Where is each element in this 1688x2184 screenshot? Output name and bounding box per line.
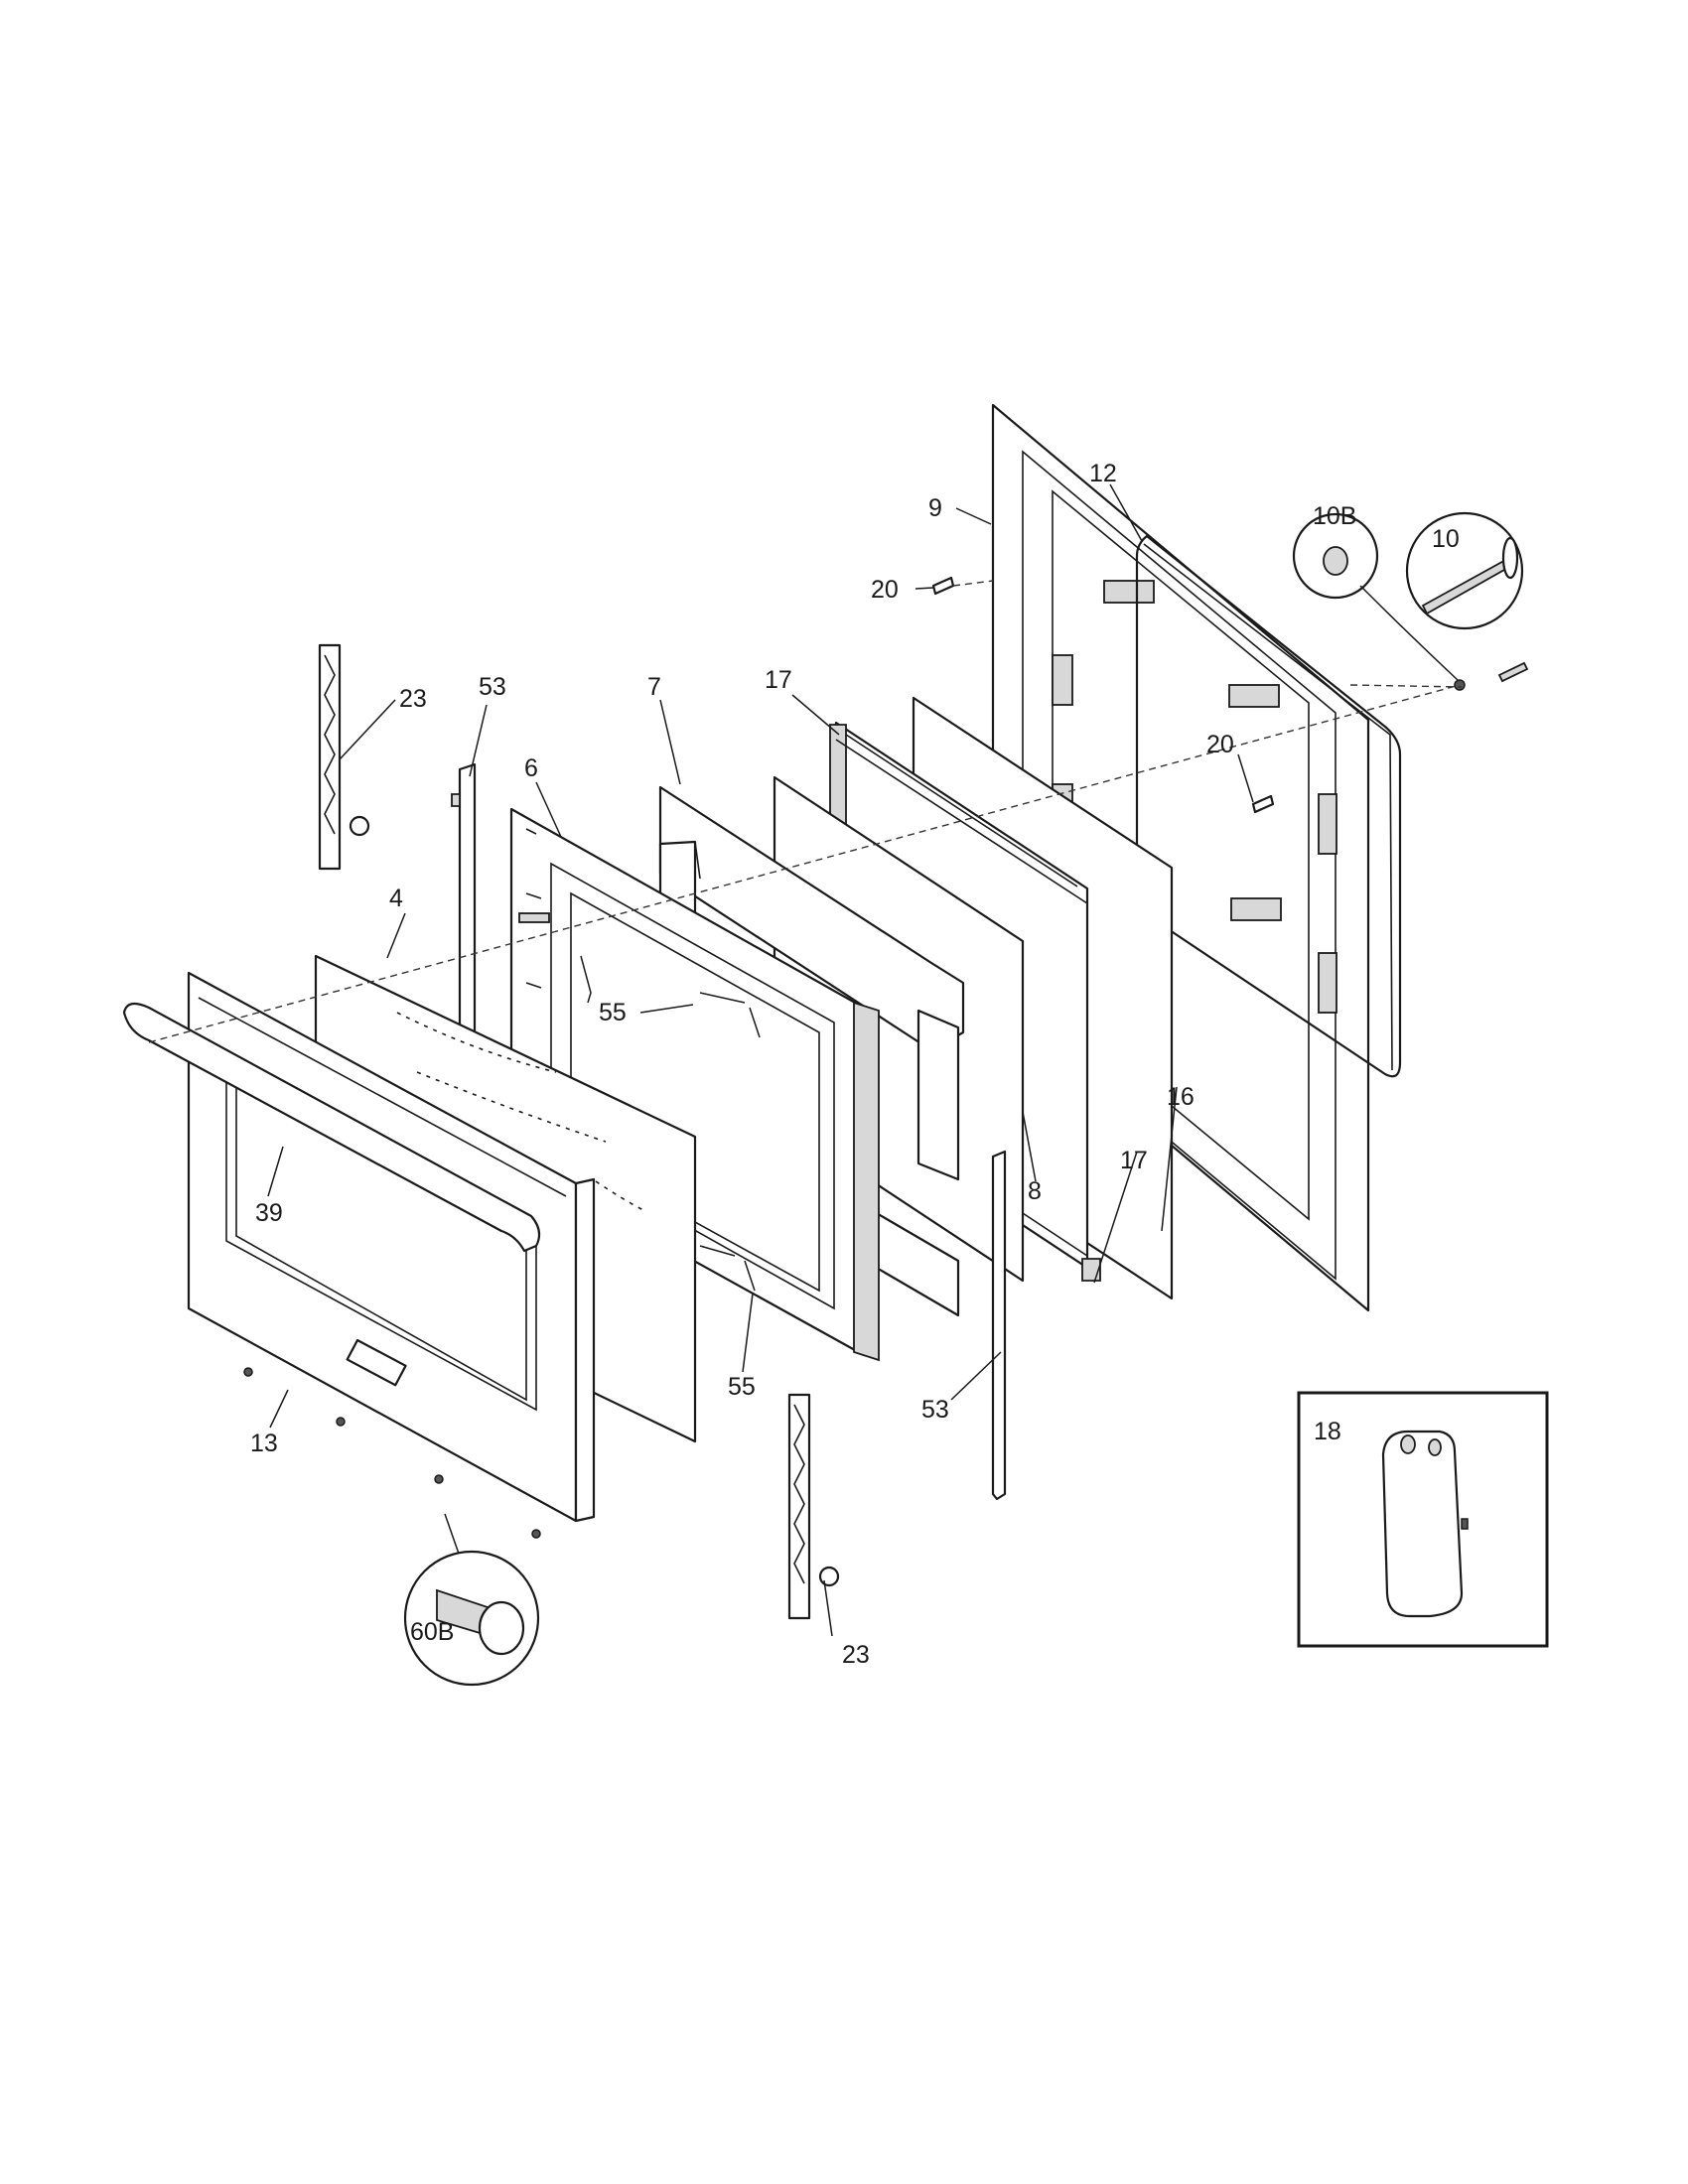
callout-12: 12 xyxy=(1089,460,1117,487)
callout-53-upper: 53 xyxy=(479,673,506,701)
part-23-hinge-upper xyxy=(318,643,370,871)
assembly-centerline xyxy=(148,684,1461,1043)
callout-55-lower: 55 xyxy=(728,1373,756,1401)
callout-55-upper: 55 xyxy=(599,999,627,1026)
part-9-inner-liner xyxy=(991,403,1370,1312)
callout-23-upper: 23 xyxy=(399,685,427,713)
part-53-side-trim-right xyxy=(991,1150,1007,1501)
inset-18-hinge-receptacle xyxy=(1297,1391,1549,1648)
callout-60b: 60B xyxy=(410,1618,454,1646)
callout-13: 13 xyxy=(250,1430,278,1457)
callout-9: 9 xyxy=(928,494,942,522)
part-20-screw-lower xyxy=(1251,794,1275,814)
callout-6: 6 xyxy=(524,754,538,782)
part-6-door-frame xyxy=(509,807,880,1362)
part-20-screw-upper xyxy=(931,576,955,596)
callout-23-lower: 23 xyxy=(842,1641,870,1669)
callout-20-upper: 20 xyxy=(871,576,899,604)
callout-10: 10 xyxy=(1432,525,1460,553)
callout-16: 16 xyxy=(1167,1083,1195,1111)
part-39-door-handle xyxy=(122,1002,541,1253)
detail-10-bolt xyxy=(1405,511,1524,630)
part-10-bolt-small xyxy=(1454,661,1529,691)
callout-7: 7 xyxy=(647,673,661,701)
part-23-hinge-lower xyxy=(787,1393,840,1620)
detail-10b-washer xyxy=(1292,512,1459,681)
leader-lines xyxy=(267,483,1254,1637)
callout-10b: 10B xyxy=(1313,502,1356,530)
callout-20-lower: 20 xyxy=(1206,731,1234,758)
callout-39: 39 xyxy=(255,1199,283,1227)
callout-18: 18 xyxy=(1314,1418,1341,1445)
detail-60b-screw xyxy=(403,1513,540,1687)
callout-8: 8 xyxy=(1028,1177,1042,1205)
part-12-door-gasket xyxy=(1135,534,1402,1078)
callout-53-lower: 53 xyxy=(921,1396,949,1424)
callout-17-lower: 17 xyxy=(1120,1147,1148,1174)
assembly-centerline-upper xyxy=(952,580,1463,688)
callout-17-upper: 17 xyxy=(765,666,792,694)
callout-labels: 9 12 10B 10 20 23 53 7 17 6 4 55 20 16 1… xyxy=(250,460,1460,1669)
callout-4: 4 xyxy=(389,885,403,912)
